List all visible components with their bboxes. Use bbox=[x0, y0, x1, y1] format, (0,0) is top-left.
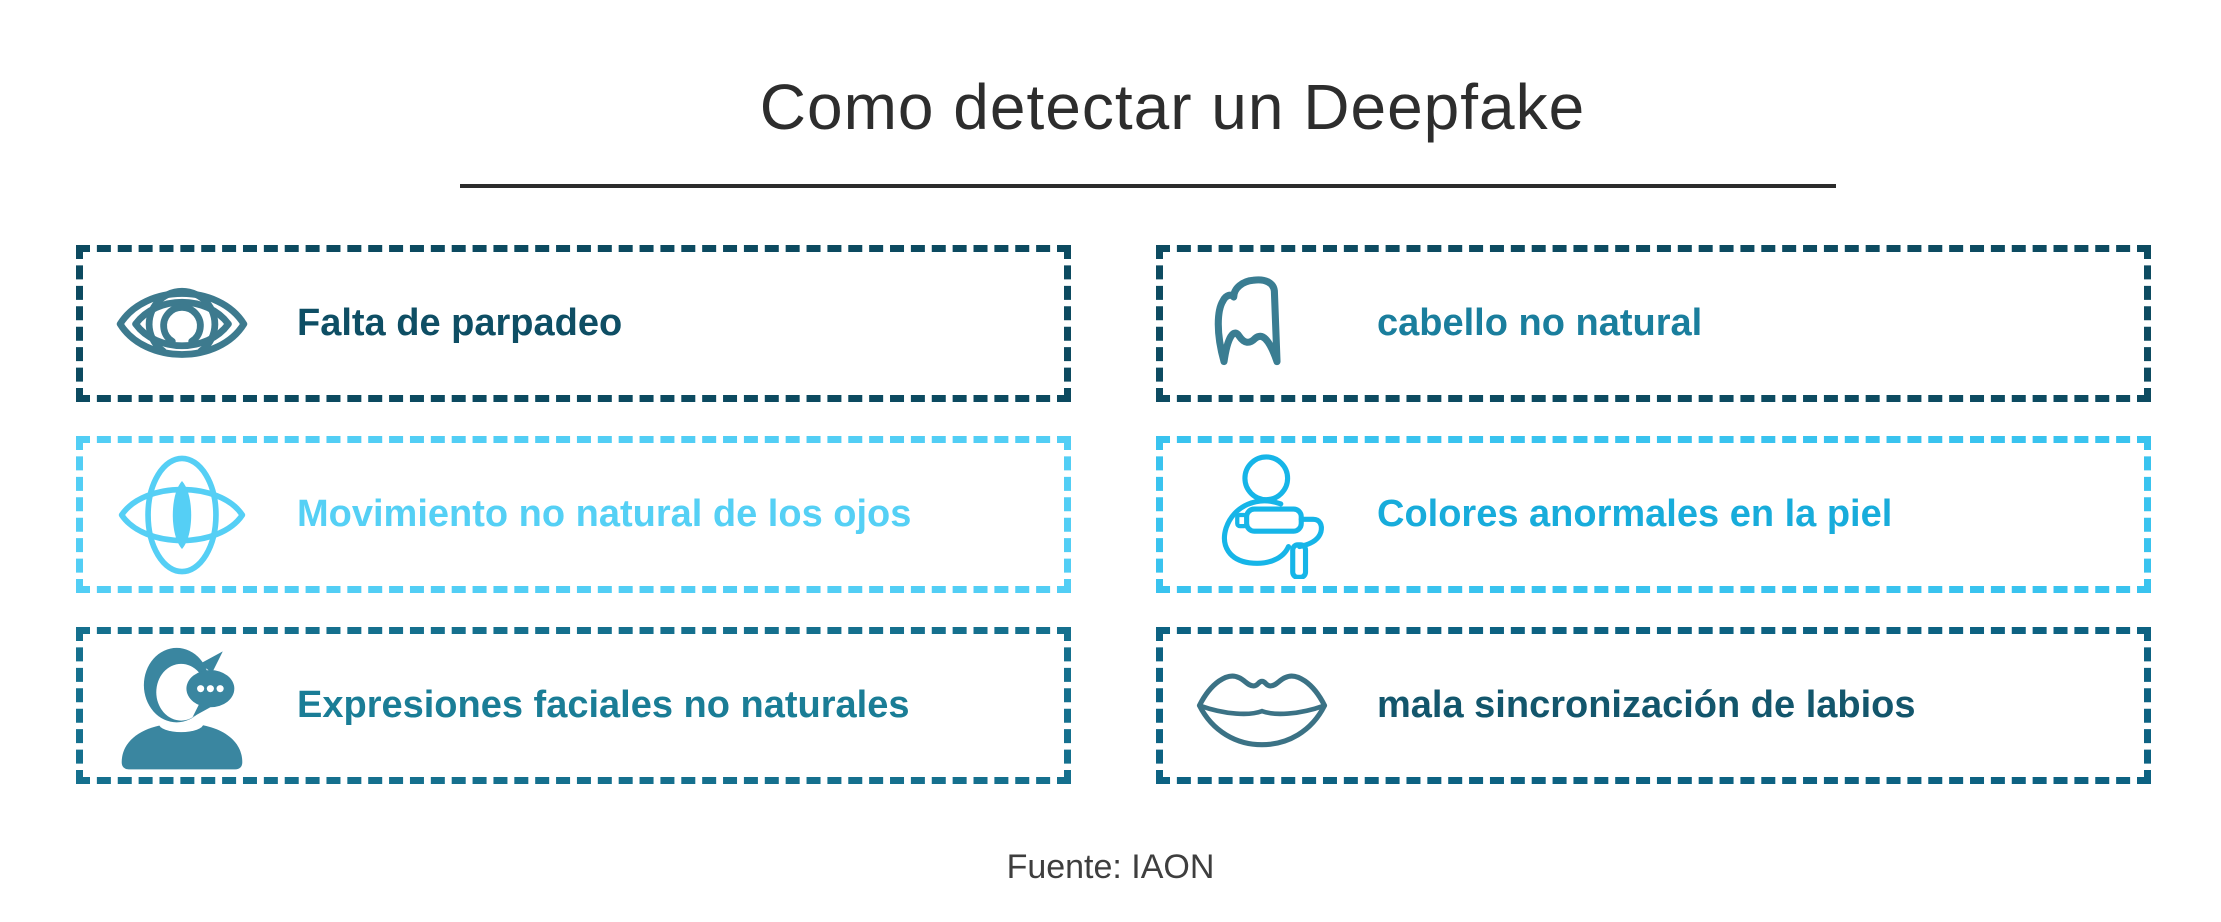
eye-motion-icon bbox=[107, 445, 257, 585]
card-label: Falta de parpadeo bbox=[297, 302, 623, 344]
card-label: mala sincronización de labios bbox=[1377, 684, 1916, 726]
lips-icon bbox=[1187, 636, 1337, 776]
eye-outline-icon bbox=[107, 254, 257, 394]
card-colores-piel: Colores anormales en la piel bbox=[1156, 436, 2151, 593]
card-label: Colores anormales en la piel bbox=[1377, 493, 1893, 535]
card-label: cabello no natural bbox=[1377, 302, 1703, 344]
card-label: Expresiones faciales no naturales bbox=[297, 684, 910, 726]
source-caption: Fuente: IAON bbox=[1006, 848, 1215, 886]
paint-roller-icon bbox=[1187, 445, 1337, 585]
page-title: Como detectar un Deepfake bbox=[759, 71, 1586, 143]
card-expresiones-faciales: Expresiones faciales no naturales bbox=[76, 627, 1071, 784]
card-sincronizacion-labios: mala sincronización de labios bbox=[1156, 627, 2151, 784]
card-movimiento-ojos: Movimiento no natural de los ojos bbox=[76, 436, 1071, 593]
card-falta-de-parpadeo: Falta de parpadeo bbox=[76, 245, 1071, 402]
person-chat-icon bbox=[107, 636, 257, 776]
hair-icon bbox=[1187, 254, 1337, 394]
cards-grid: Falta de parpadeo cabello no natural Mov… bbox=[76, 245, 2151, 784]
card-cabello-no-natural: cabello no natural bbox=[1156, 245, 2151, 402]
title-underline bbox=[460, 184, 1836, 188]
card-label: Movimiento no natural de los ojos bbox=[297, 493, 912, 535]
